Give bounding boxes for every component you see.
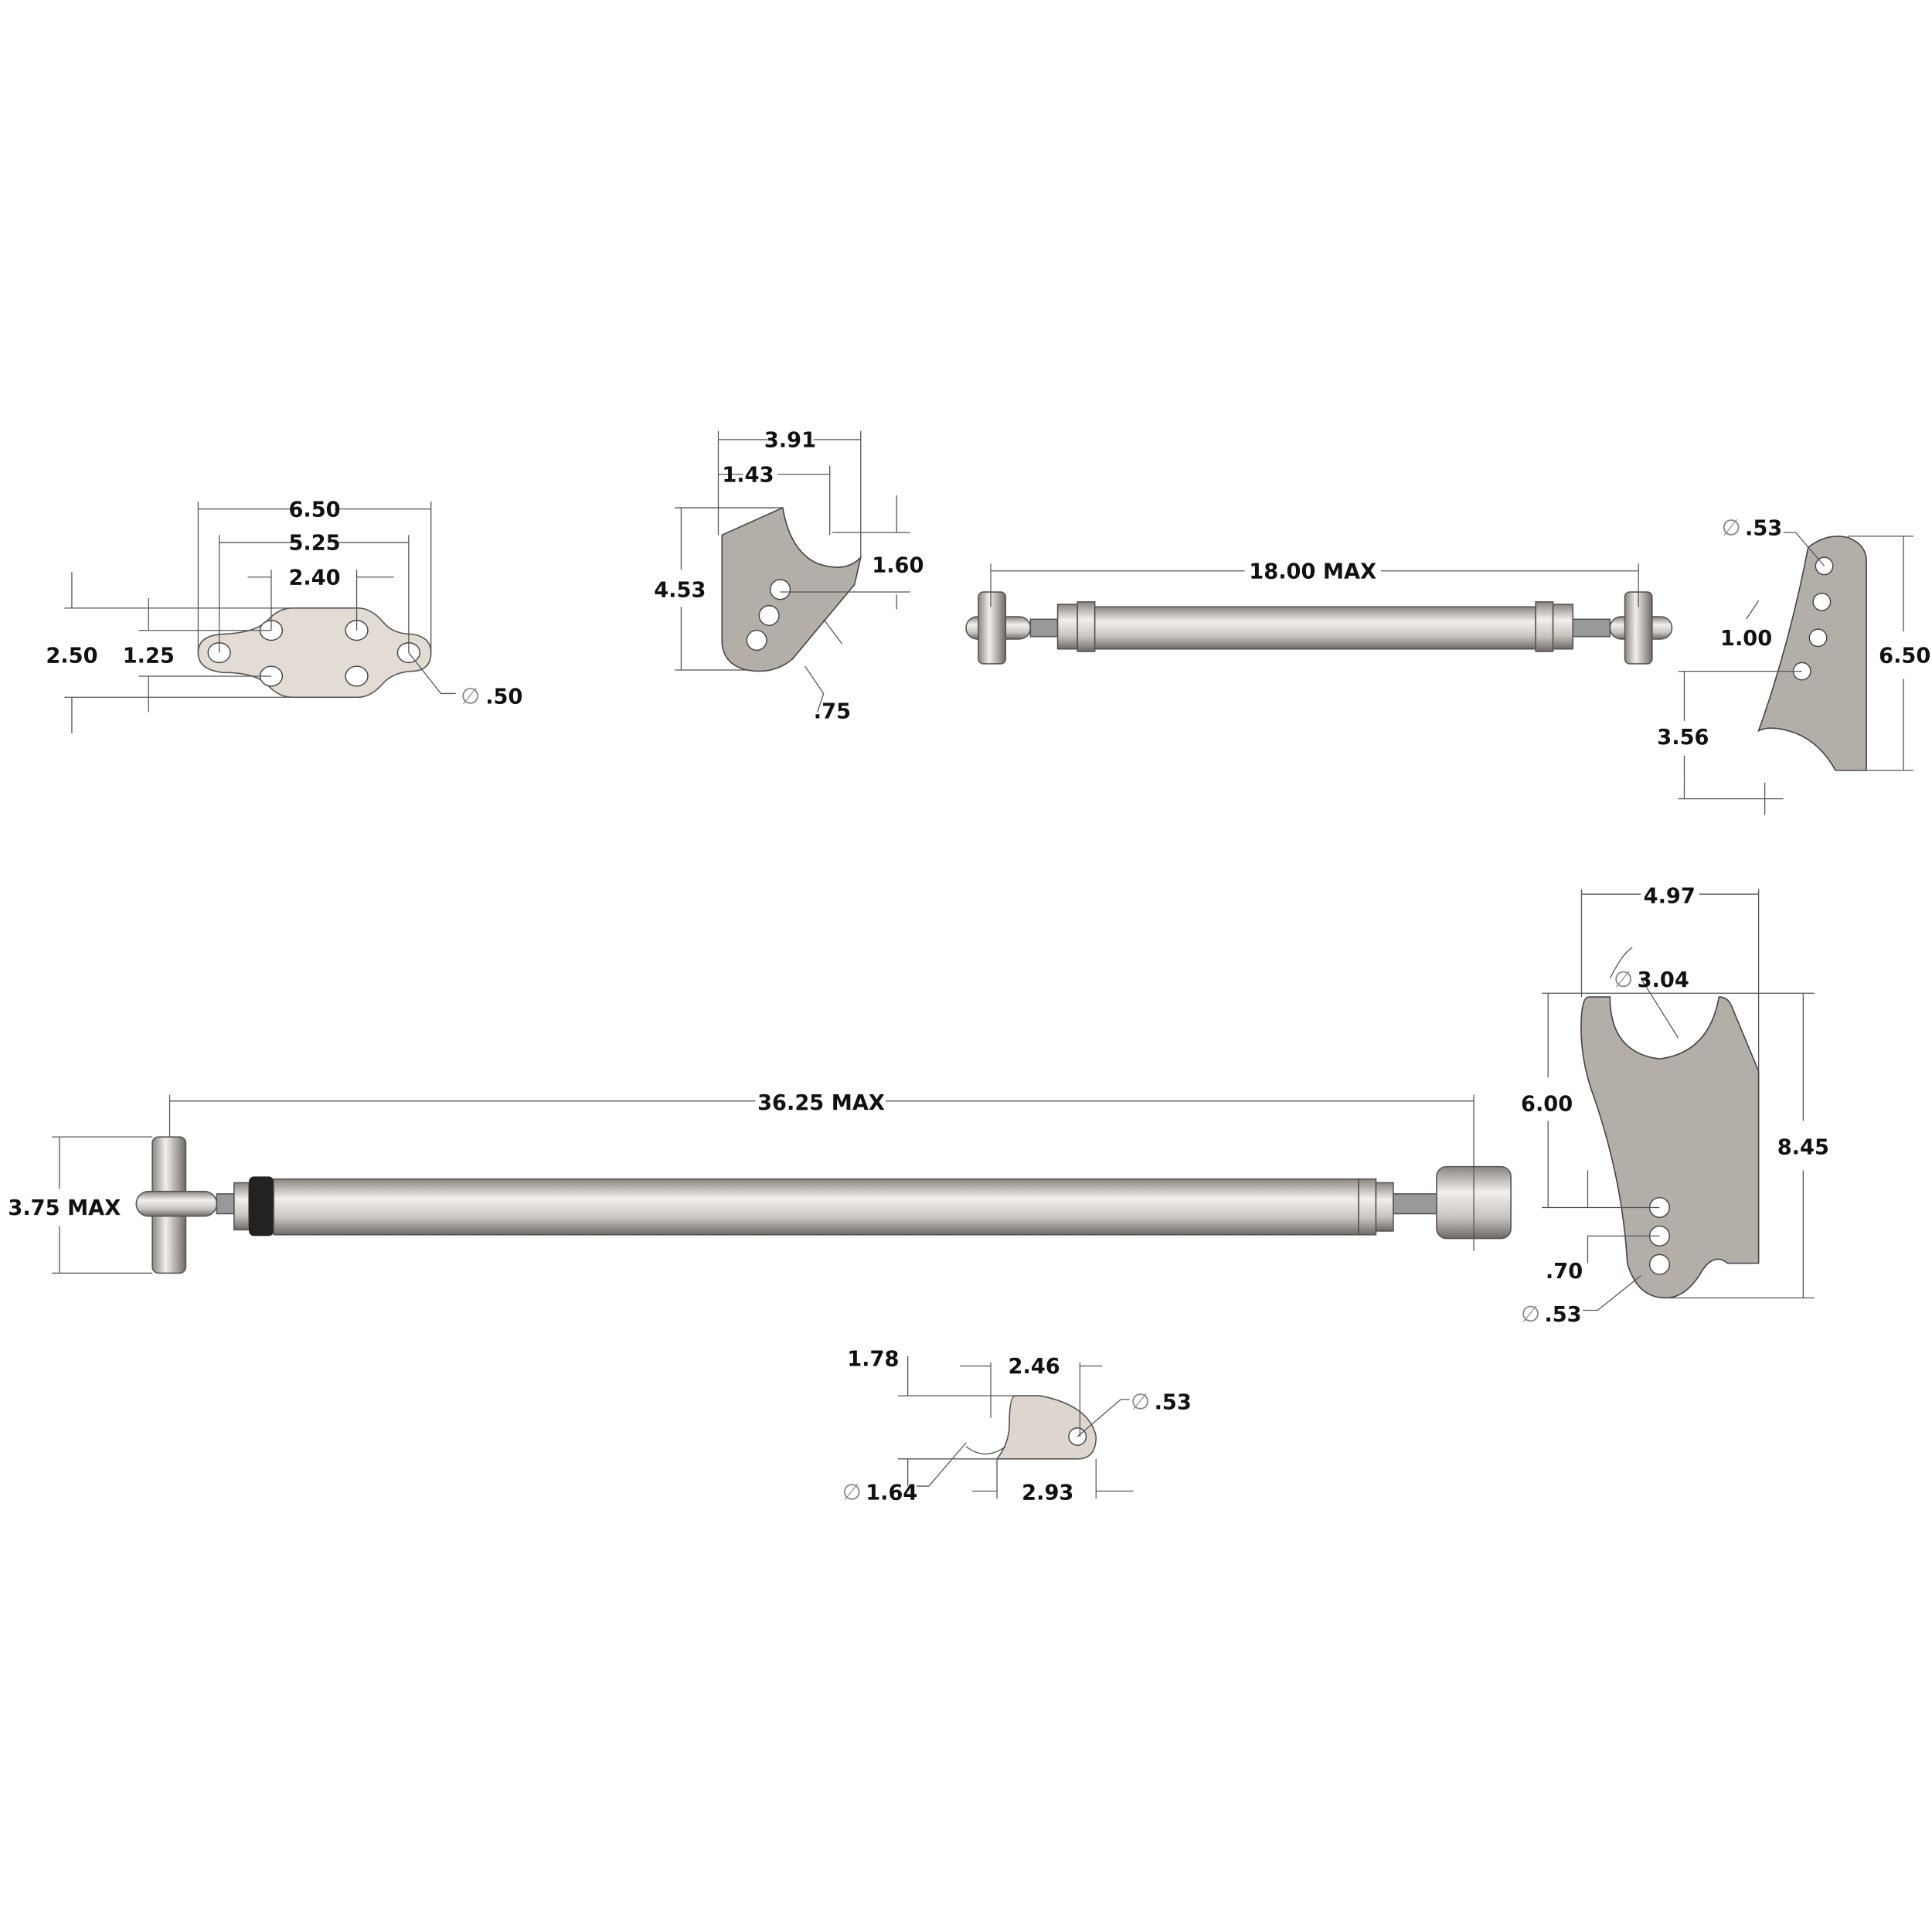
mini-tab: 1.78 2.46 ∅ .53 ∅ 1.64 2.93: [842, 1348, 1192, 1505]
plate-outer-span-label: 5.25: [288, 532, 340, 556]
plate-inner-span-label: 2.40: [288, 566, 340, 590]
bracket-width-label: 3.91: [764, 429, 816, 453]
bracket-height-label: 4.53: [654, 578, 706, 602]
short-link-length-label: 18.00 MAX: [1249, 560, 1376, 583]
axle-bracket-width-label: 4.97: [1644, 884, 1696, 908]
tab-lower-offset-label: 3.56: [1657, 726, 1709, 750]
diameter-symbol: ∅: [1614, 966, 1633, 992]
mini-tab-offset-label: 2.46: [1009, 1355, 1060, 1379]
mounting-plate: 6.50 5.25 2.40 2.50 1.25 ∅ .50: [46, 498, 522, 733]
plate-height-label: 2.50: [46, 644, 97, 668]
plate-hole-dia-label: .50: [485, 685, 522, 709]
diameter-symbol: ∅: [461, 682, 480, 709]
diameter-symbol: ∅: [1131, 1389, 1150, 1415]
diameter-symbol: ∅: [1722, 514, 1741, 540]
bracket-notch-offset-label: 1.43: [722, 463, 774, 487]
tab-hole-dia-label: .53: [1745, 516, 1782, 540]
diameter-symbol: ∅: [1521, 1301, 1540, 1327]
axle-bracket: ∅ 3.04 4.97 6.00 8.45 .70 ∅ .53: [1521, 884, 1829, 1327]
long-link-end-width-label: 3.75 MAX: [8, 1196, 121, 1220]
axle-bracket-hole-dia-label: .53: [1544, 1303, 1581, 1327]
mini-tab-height-label: 1.78: [847, 1348, 899, 1372]
axle-bracket-height-label: 8.45: [1777, 1136, 1829, 1160]
mini-tab-hole-dia-label: .53: [1155, 1391, 1192, 1415]
long-link-tube: [273, 1178, 1359, 1236]
bracket-notch-depth-label: 1.60: [872, 553, 923, 577]
tab-hole-spacing-label: 1.00: [1720, 627, 1772, 651]
long-link-length-label: 36.25 MAX: [757, 1091, 885, 1115]
tall-tab: ∅ .53 1.00 6.50 3.56: [1657, 514, 1930, 815]
axle-bracket-hole-spacing-label: .70: [1546, 1260, 1583, 1284]
diameter-symbol: ∅: [842, 1479, 862, 1505]
tab-height-label: 6.50: [1879, 644, 1930, 668]
axle-bracket-hole-height-label: 6.00: [1521, 1093, 1573, 1117]
plate-width-label: 6.50: [288, 498, 340, 522]
short-link-tube: [1094, 606, 1536, 650]
small-bracket: 3.91 1.43 4.53 1.60 .75: [654, 429, 923, 724]
mini-tab-cutout-label: 1.64: [866, 1481, 917, 1505]
axle-bracket-cutout-label: 3.04: [1638, 968, 1689, 992]
long-link: 36.25 MAX 3.75 MAX: [8, 1091, 1512, 1274]
mini-tab-length-label: 2.93: [1022, 1481, 1073, 1505]
bracket-hole-spacing-label: .75: [814, 699, 851, 723]
plate-row-spacing-label: 1.25: [123, 644, 175, 668]
short-link: 18.00 MAX: [965, 560, 1673, 665]
